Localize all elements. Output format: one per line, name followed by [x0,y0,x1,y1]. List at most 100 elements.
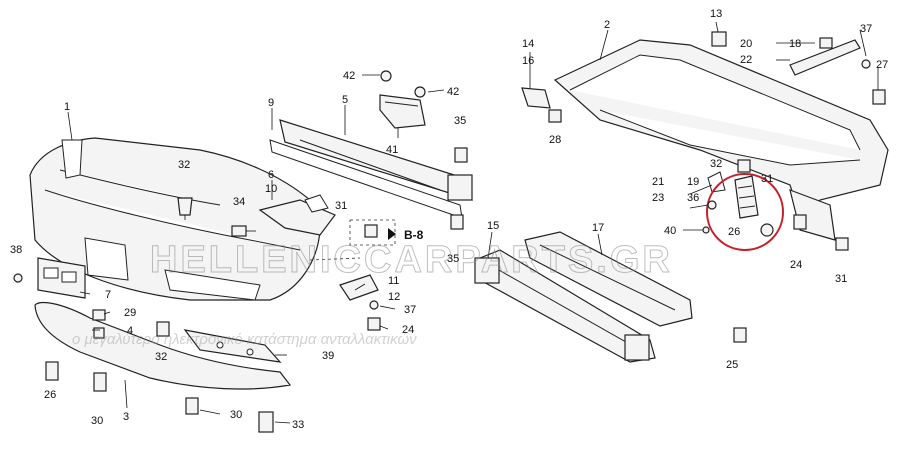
license-plate-bracket [37,257,86,299]
clip-icon [737,159,751,173]
callout-25: 25 [726,359,738,371]
callout-26-front: 26 [44,389,56,401]
nut-icon [380,70,392,82]
clip-icon [258,411,274,433]
callout-24-rear: 24 [790,259,802,271]
clip-icon [93,327,105,339]
nut-icon [760,223,774,237]
rear-energy-absorber [524,231,693,327]
screw-icon [369,300,379,310]
screw-icon [707,200,717,210]
clip-icon [711,31,727,47]
clip-icon [793,214,807,230]
screw-icon [13,273,23,283]
callout-10: 10 [265,183,277,195]
callout-34: 34 [233,196,245,208]
callout-30-right: 30 [230,409,242,421]
callout-35-lower: 35 [447,253,459,265]
callout-9: 9 [268,97,274,109]
callout-42-right: 42 [447,86,459,98]
callout-19: 19 [687,176,699,188]
clip-icon [548,109,562,123]
clip-icon [45,361,59,381]
clip-icon [367,317,381,331]
callout-23: 23 [652,192,664,204]
rear-bumper-beam [474,249,656,363]
callout-1: 1 [64,101,70,113]
callout-30-left: 30 [91,415,103,427]
callout-41: 41 [386,144,398,156]
callout-7: 7 [105,289,111,301]
front-lower-spoiler [34,302,292,390]
watermark-tagline: ο μεγαλύτερο ηλεκτρονικό κατάστημα ανταλ… [72,331,417,348]
callout-12: 12 [388,291,400,303]
front-bumper-cover [29,137,321,301]
highlight-circle [706,173,784,251]
callout-labels: 1 2 3 4 5 6 7 9 10 11 12 13 14 15 16 17 … [10,8,888,431]
clip-icon [733,327,747,343]
callout-27: 27 [876,59,888,71]
callout-42-left: 42 [343,70,355,82]
callout-22: 22 [740,54,752,66]
clip-icon [185,397,199,415]
clip-icon [364,224,378,238]
callout-18: 18 [789,38,801,50]
callout-37-front: 37 [404,304,416,316]
rear-bumper-cover [553,39,889,241]
callout-33: 33 [292,419,304,431]
callout-31-rear-clip: 31 [835,273,847,285]
callout-32-front: 32 [178,159,190,171]
clip-icon [872,89,886,105]
callout-6: 6 [268,169,274,181]
callout-40: 40 [664,225,676,237]
screw-icon [702,226,710,234]
callout-4: 4 [127,325,133,337]
callout-24-front: 24 [402,324,414,336]
spacer-retainer [304,194,329,213]
callout-32-lower: 32 [155,351,167,363]
callout-11: 11 [388,275,399,287]
clip-icon [454,147,468,163]
arrow-icon [388,228,396,240]
screw-icon [861,59,871,69]
callout-17: 17 [592,222,604,234]
callout-31-front: 31 [335,200,347,212]
callout-38: 38 [10,244,22,256]
callout-28: 28 [549,134,561,146]
callout-2: 2 [604,19,610,31]
leader-lines [67,21,879,424]
reference-b8: B-8 [404,228,424,242]
clip-icon [156,321,170,337]
clip-icon [819,37,833,49]
nut-icon [414,86,426,98]
callout-36: 36 [687,192,699,204]
callout-20: 20 [740,38,752,50]
callout-15: 15 [487,220,499,232]
front-bumper-beam [269,119,473,219]
callout-26-rear: 26 [728,226,740,238]
callout-13: 13 [710,8,722,20]
watermark-brand: HELLENICCARPARTS.GR [150,239,673,281]
bumper-stay [379,94,426,129]
clip-icon [93,372,107,392]
callout-31-rear-bracket: 31 [761,173,773,185]
bolt-icon [231,225,256,237]
callout-39: 39 [322,350,334,362]
callout-5: 5 [342,94,348,106]
callout-14: 14 [522,38,534,50]
clip-icon [92,309,106,321]
rear-side-spacer [521,87,551,109]
callout-32-rear: 32 [710,158,722,170]
rear-bumper-side-bracket [707,171,759,219]
clip-icon [177,197,193,220]
clip-icon [835,237,849,251]
callout-37-rear: 37 [860,23,872,35]
callout-3: 3 [123,411,129,423]
callout-16: 16 [522,55,534,67]
callout-21: 21 [652,176,664,188]
clip-icon [450,214,464,230]
front-lower-bracket [183,329,282,363]
rear-upper-bracket [789,39,861,76]
callout-35-upper: 35 [454,115,466,127]
